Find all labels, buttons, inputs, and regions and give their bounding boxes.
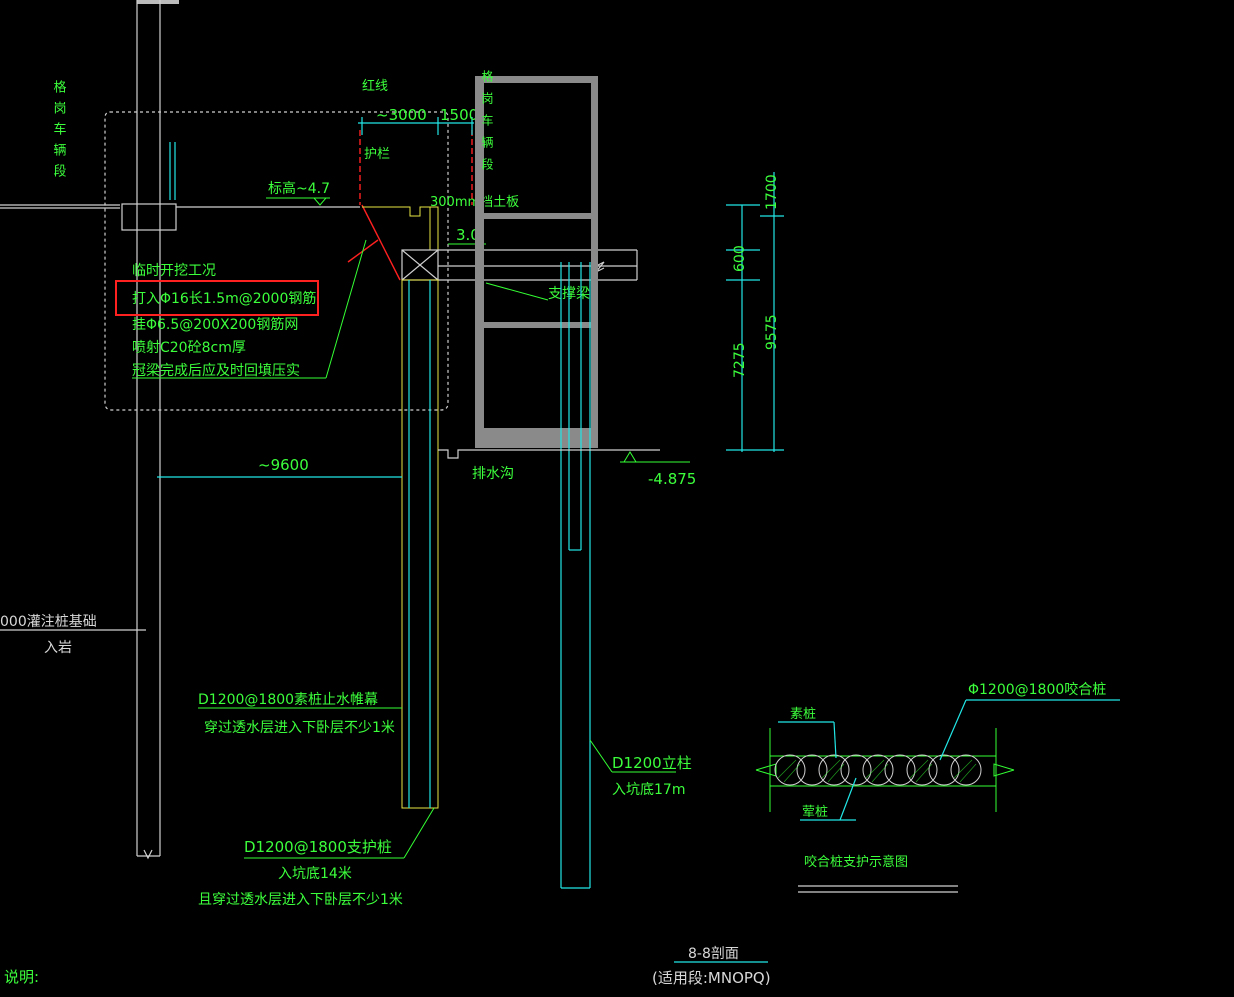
note-line-highlighted: 打入Φ16长1.5m@2000钢筋 — [132, 290, 316, 307]
detail-title: 咬合桩支护示意图 — [804, 854, 908, 870]
dim-7275: 7275 — [732, 342, 748, 378]
drain-label: 排水沟 — [472, 466, 514, 482]
pile-found-label: 000灌注桩基础 — [0, 613, 97, 630]
note-line: 喷射C20砼8cm厚 — [132, 340, 246, 356]
dim-9600: ~9600 — [258, 456, 309, 474]
dim-3-0: 3.0 — [456, 226, 480, 244]
note-line: 冠梁完成后应及时回填压实 — [132, 362, 300, 379]
support-beam — [438, 249, 638, 281]
dim-1500: 1500 — [440, 106, 478, 124]
top-scroll-handle — [137, 0, 179, 4]
building-structure — [475, 76, 598, 448]
elevation-label: 标高~4.7 — [268, 180, 330, 197]
support-pile — [401, 279, 439, 809]
elevation-marker — [266, 197, 330, 206]
plain-pile-wall-label: D1200@1800素桩止水帷幕 — [198, 691, 378, 708]
column-pile-label: D1200立柱 — [612, 754, 692, 772]
dim-1700: 1700 — [764, 174, 780, 210]
notes-label: 说明: — [4, 968, 39, 986]
support-pile-callout — [244, 807, 435, 859]
red-line-label: 红线 — [362, 78, 388, 94]
highlight-box — [115, 280, 319, 316]
dim-9575: 9575 — [764, 314, 780, 350]
building-vertical-label: 格岗车辆段 — [480, 69, 494, 180]
plain-pile-tag: 素桩 — [790, 707, 816, 722]
rebar-pile-tag: 荤桩 — [802, 805, 828, 820]
revision-cloud — [104, 111, 449, 411]
support-pile-sub2: 且穿过透水层进入下卧层不少1米 — [198, 892, 403, 908]
crown-beam — [401, 249, 439, 281]
pile-found-sub: 入岩 — [44, 640, 72, 656]
support-beam-leader — [485, 282, 549, 301]
dim-3000: ~3000 — [376, 106, 427, 124]
right-dims — [726, 172, 784, 452]
section-subtitle: (适用段:MNOPQ) — [652, 969, 771, 987]
guardrail-label: 护栏 — [364, 147, 390, 162]
column-pile-callout — [589, 739, 676, 773]
support-pile-sub1: 入坑底14米 — [278, 866, 352, 882]
top-dims — [358, 117, 474, 135]
left-vertical-label: 格岗车辆段 — [51, 79, 67, 185]
existing-pile — [0, 0, 176, 860]
bottom-elevation-marker — [620, 451, 690, 463]
column-pile — [560, 262, 591, 889]
retaining-board — [362, 206, 439, 250]
construction-notes: 临时开挖工况 打入Φ16长1.5m@2000钢筋 挂Φ6.5@200X200钢筋… — [132, 239, 367, 379]
dim-600: 600 — [732, 245, 748, 272]
bottom-elevation: -4.875 — [648, 470, 696, 488]
support-pile-label: D1200@1800支护桩 — [244, 838, 392, 856]
detail-label: Φ1200@1800咬合桩 — [968, 681, 1106, 698]
section-title: 8-8剖面 — [688, 946, 739, 962]
note-line: 临时开挖工况 — [132, 263, 216, 279]
column-pile-sub: 入坑底17m — [612, 782, 685, 798]
note-line: 挂Φ6.5@200X200钢筋网 — [132, 316, 298, 333]
retaining-board-label: 300mm挡土板 — [430, 195, 519, 210]
svg-text:格岗车辆段: 格岗车辆段 — [51, 79, 67, 185]
plain-pile-wall-sub: 穿过透水层进入下卧层不少1米 — [204, 720, 395, 736]
secant-pile-detail — [755, 699, 1120, 893]
ground-line — [0, 203, 360, 231]
drain — [438, 449, 660, 459]
